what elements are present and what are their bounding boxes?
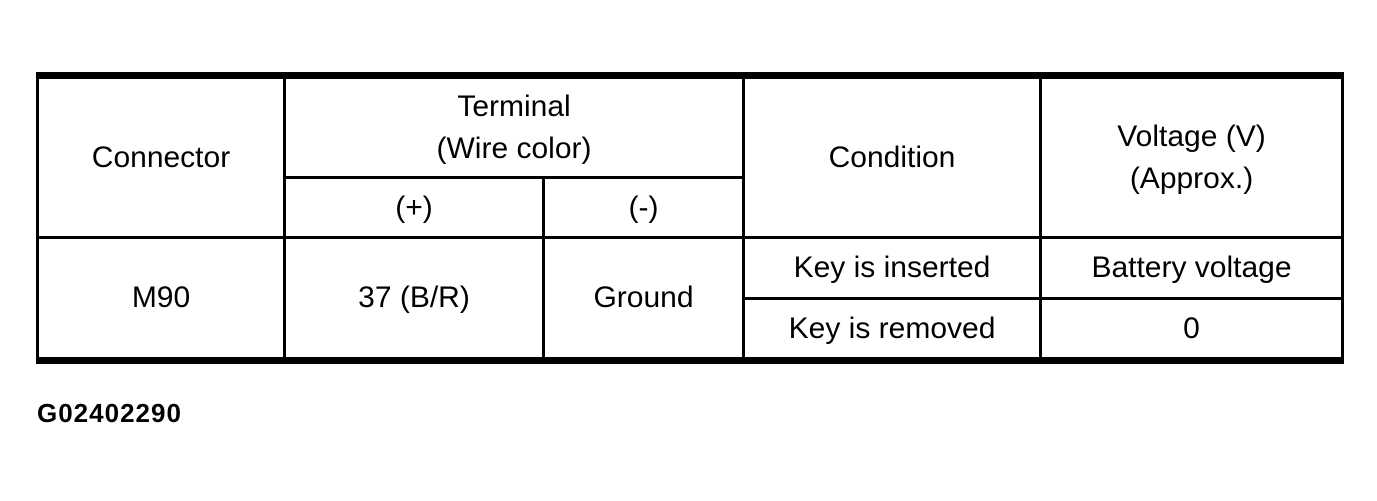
cell-terminal-plus: 37 (B/R) — [283, 236, 545, 362]
header-terminal-plus: (+) — [283, 176, 545, 239]
header-terminal-minus: (-) — [542, 176, 745, 239]
figure-id: G02402290 — [37, 398, 182, 428]
table-row: M90 37 (B/R) Ground Key is inserted Batt… — [36, 236, 1344, 362]
header-voltage: Voltage (V) (Approx.) — [1039, 74, 1344, 239]
cell-condition-removed: Key is removed — [742, 297, 1042, 362]
cell-terminal-minus: Ground — [542, 236, 745, 362]
header-connector: Connector — [36, 74, 286, 239]
voltage-spec-figure: Connector Terminal (Wire color) Conditio… — [36, 72, 1344, 364]
header-row-polarity: (+) (-) — [38, 176, 1343, 239]
voltage-spec-table: Connector Terminal (Wire color) Conditio… — [36, 72, 1344, 364]
table-row: Key is removed 0 — [38, 297, 1344, 362]
cell-condition-inserted: Key is inserted — [742, 236, 1042, 300]
header-terminal-group: Terminal (Wire color) — [283, 74, 745, 179]
header-row-top: Connector Terminal (Wire color) Conditio… — [36, 74, 1344, 239]
header-condition: Condition — [742, 74, 1042, 239]
cell-voltage-inserted: Battery voltage — [1039, 236, 1344, 300]
cell-voltage-removed: 0 — [1039, 297, 1344, 362]
cell-connector: M90 — [36, 236, 286, 362]
